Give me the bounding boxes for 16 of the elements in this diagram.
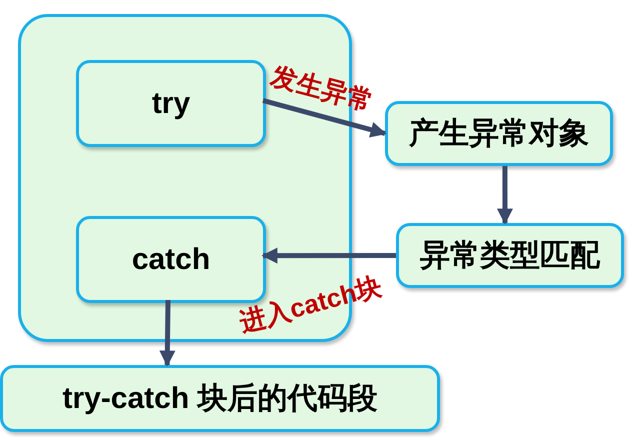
process-box [0, 365, 440, 432]
box-label: 异常类型匹配 [420, 238, 600, 274]
arrow [159, 300, 176, 367]
process-box [385, 101, 613, 166]
box-label: catch [132, 242, 210, 278]
arrow [496, 166, 513, 225]
edge-label: 进入catch块 [236, 272, 384, 336]
arrow [262, 98, 387, 138]
process-box [76, 60, 266, 147]
box-label: 产生异常对象 [409, 116, 589, 152]
arrow [261, 248, 396, 264]
edge-label: 发生异常 [268, 62, 376, 114]
box-label: try [152, 86, 190, 122]
box-label: try-catch 块后的代码段 [62, 381, 378, 417]
process-box [76, 216, 266, 303]
process-box [396, 223, 624, 288]
